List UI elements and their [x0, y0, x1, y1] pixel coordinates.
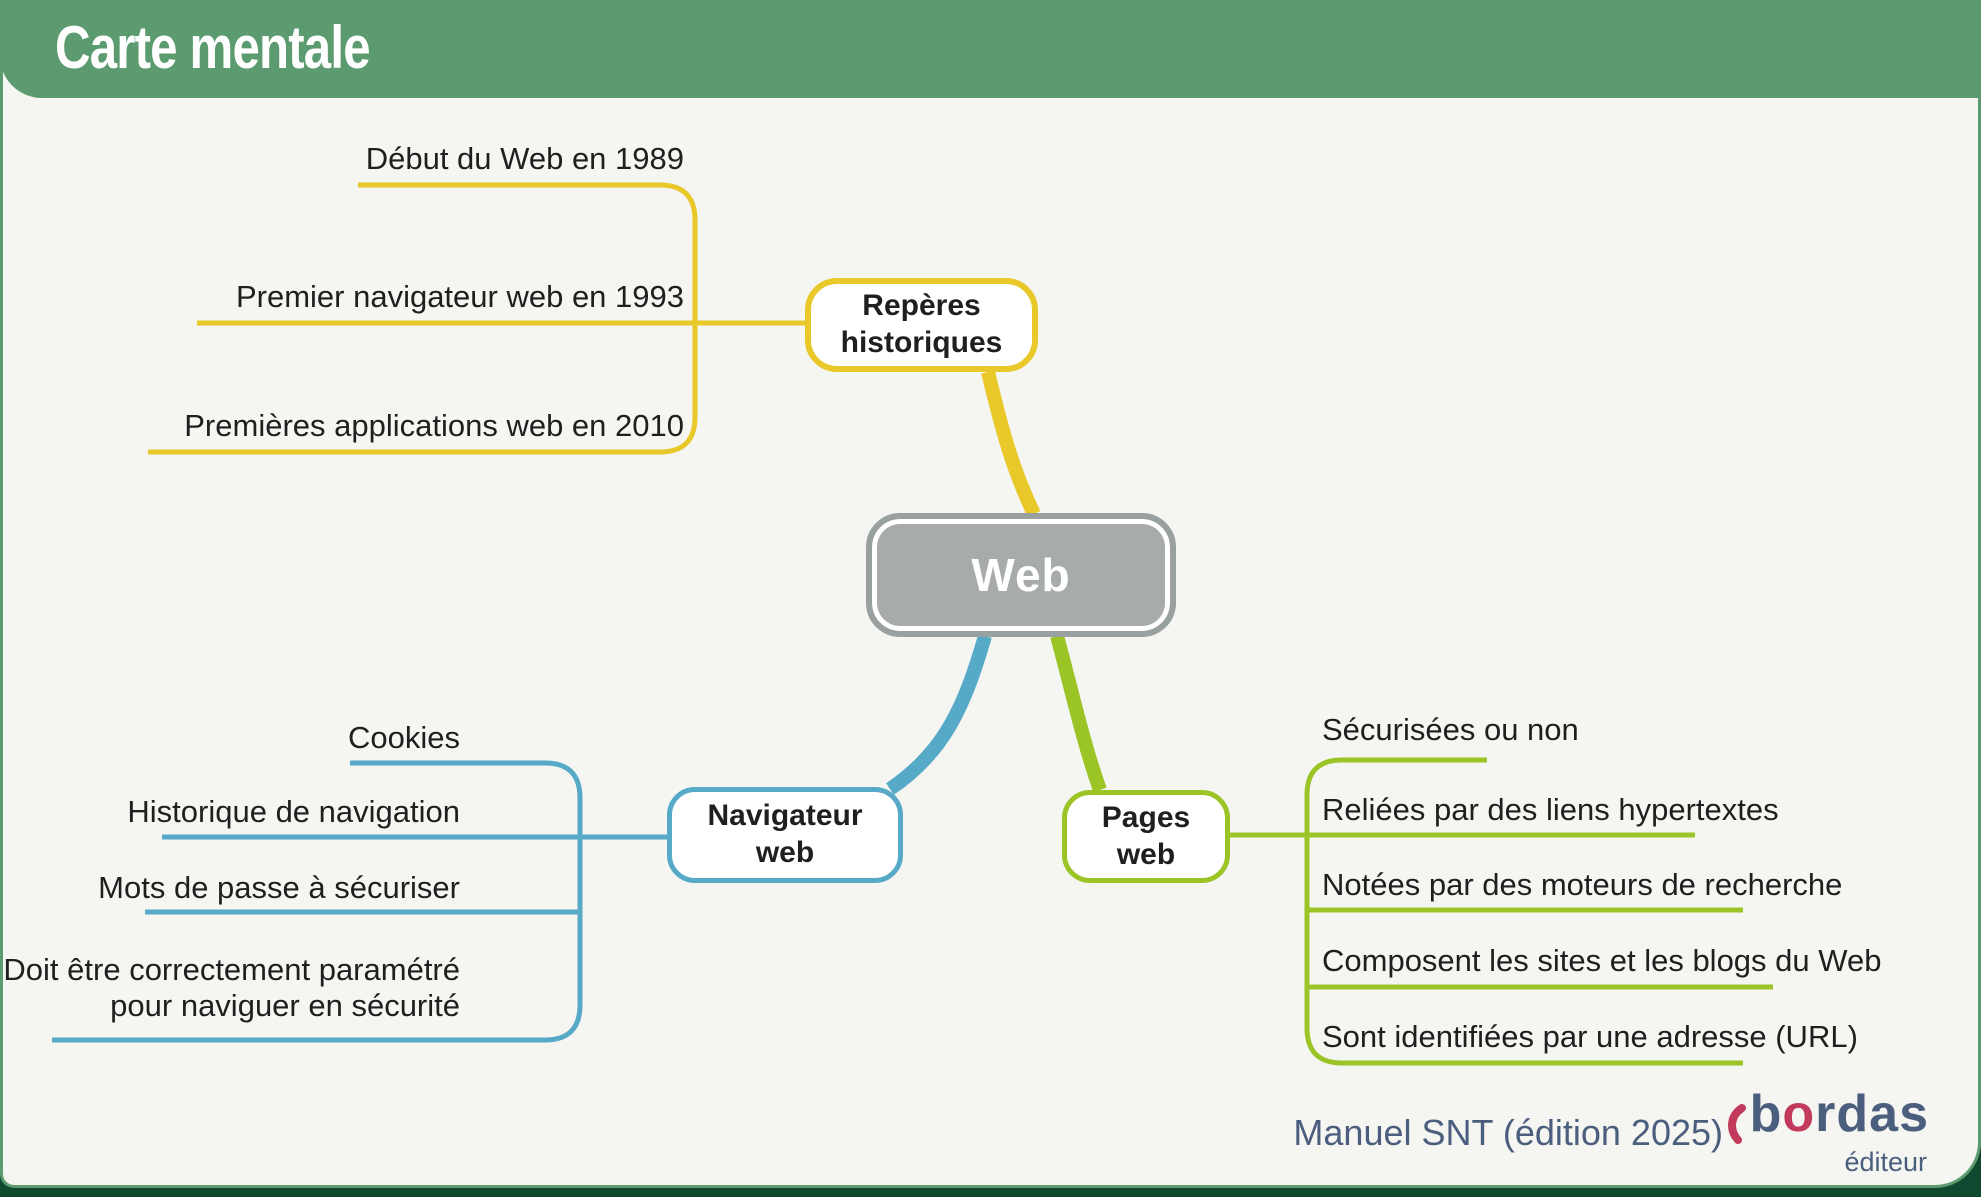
bordas-logo: bordas éditeur — [1722, 1088, 1929, 1176]
leaf-history-1989: Début du Web en 1989 — [365, 141, 684, 176]
logo-swash-icon — [1722, 1102, 1748, 1151]
logo-part-o: o — [1782, 1085, 1816, 1143]
history-trunk-line — [148, 182, 698, 455]
pages-branch-curve — [1050, 634, 1107, 793]
leaf-pages-secure: Sécurisées ou non — [1322, 712, 1579, 747]
leaf-browser-history: Historique de navigation — [127, 794, 460, 829]
history-branch-curve — [981, 370, 1041, 518]
node-pages-web: Pages web — [1062, 790, 1230, 883]
node-web: Web — [866, 513, 1176, 637]
browser-branch-curve — [886, 634, 992, 795]
leaf-pages-hyperlinks: Reliées par des liens hypertextes — [1322, 792, 1779, 827]
page-title: Carte mentale — [55, 14, 371, 81]
leaf-pages-sites: Composent les sites et les blogs du Web — [1322, 943, 1882, 978]
leaf-pages-engines: Notées par des moteurs de recherche — [1322, 867, 1843, 902]
logo-wordmark: bordas — [1750, 1088, 1929, 1140]
browser-trunk-line — [52, 760, 583, 1043]
logo-part-rdas: rdas — [1815, 1085, 1929, 1143]
leaf-history-1993: Premier navigateur web en 1993 — [235, 279, 684, 314]
leaf-browser-settings: Doit être correctement paramétré pour na… — [3, 952, 460, 1023]
leaf-browser-passwords: Mots de passe à sécuriser — [98, 870, 460, 905]
leaf-pages-url: Sont identifiées par une adresse (URL) — [1322, 1019, 1858, 1054]
node-reperes-historiques: Repères historiques — [805, 278, 1038, 372]
logo-part-b: b — [1749, 1085, 1783, 1143]
node-navigateur-web: Navigateur web — [667, 787, 903, 883]
source-caption: Manuel SNT (édition 2025) — [1293, 1112, 1723, 1153]
leaf-browser-cookies: Cookies — [348, 720, 460, 755]
logo-subtitle: éditeur — [1844, 1147, 1927, 1177]
header-bar: Carte mentale — [0, 0, 1981, 98]
leaf-history-2010: Premières applications web en 2010 — [184, 408, 684, 443]
